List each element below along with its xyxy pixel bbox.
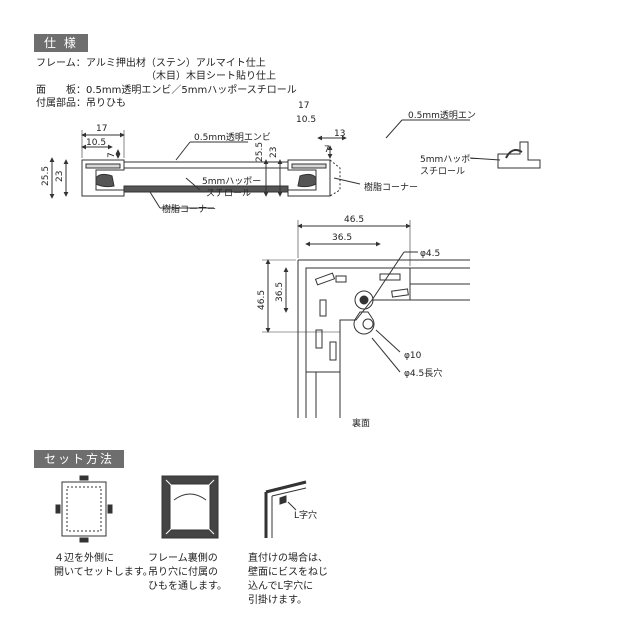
setup-heading: セット方法 <box>34 450 125 468</box>
dim-17-left: 17 <box>96 124 107 134</box>
hole-10-label: φ10 <box>404 351 422 361</box>
parts-value: 吊りひも <box>86 98 126 109</box>
setup-step-2: フレーム裏側の 吊り穴に付属の ひもを通します。 <box>148 553 227 592</box>
dim-17-top: 17 <box>298 101 309 111</box>
dim-10-5-left: 10.5 <box>86 138 106 148</box>
corner-label-right: 樹脂コーナー <box>364 181 418 193</box>
setup-illustration-2 <box>161 475 219 539</box>
dim-23-left: 23 <box>55 171 65 182</box>
face-label: 面 板： <box>36 85 86 96</box>
dim-10-5-top: 10.5 <box>296 115 316 125</box>
foam-label-2: スチロール <box>206 188 251 199</box>
dim-25-5-left: 25.5 <box>41 166 51 186</box>
foam-label-right-1: 5mmハッポー <box>420 154 479 165</box>
l-hole-label: L字穴 <box>294 509 317 521</box>
frame-label: フレーム： <box>36 58 86 69</box>
pvc-label-short: 0.5mm透明エン <box>408 110 476 121</box>
dim-7-right: 7 <box>324 145 330 155</box>
setup-illustration-1 <box>55 475 113 543</box>
dim-13-right: 13 <box>334 129 345 139</box>
hole-4-5-label: φ4.5 <box>420 249 440 259</box>
frame-cross-section <box>49 130 361 209</box>
dim-7-left: 7 <box>107 152 117 158</box>
profile-detail <box>385 119 541 169</box>
foam-label-right-2: スチロール <box>420 166 465 177</box>
dim-36-5-horizontal: 36.5 <box>332 233 352 243</box>
frame-material-line1: アルミ押出材（ステン）アルマイト仕上 <box>86 58 266 69</box>
face-material: 0.5mm透明エンビ／5mmハッポースチロール <box>86 85 297 96</box>
corner-label-left: 樹脂コーナー <box>162 203 216 215</box>
setup-illustration-3 <box>264 480 307 538</box>
pvc-label: 0.5mm透明エンビ <box>194 132 271 143</box>
back-view-caption: 裏面 <box>352 417 370 429</box>
setup-step-3: 直付けの場合は、 壁面にビスをねじ 込んでL字穴に 引掛けます。 <box>248 553 328 606</box>
frame-material-line2: （木目）木目シート貼り仕上 <box>146 71 276 82</box>
setup-step-1: ４辺を外側に 開いてセットします。 <box>54 553 153 578</box>
parts-label: 付属部品： <box>36 98 86 109</box>
dim-36-5-vertical: 36.5 <box>275 282 285 302</box>
slot-4-5-label: φ4.5長穴 <box>404 367 442 379</box>
corner-back-view <box>262 220 470 418</box>
dim-25-5-right: 25.5 <box>255 142 265 162</box>
spec-heading: 仕 様 <box>34 34 88 52</box>
dim-23-right: 23 <box>269 147 279 158</box>
dim-46-5-horizontal: 46.5 <box>344 215 364 225</box>
dim-46-5-vertical: 46.5 <box>257 290 267 310</box>
foam-label-1: 5mmハッポー <box>202 176 261 187</box>
